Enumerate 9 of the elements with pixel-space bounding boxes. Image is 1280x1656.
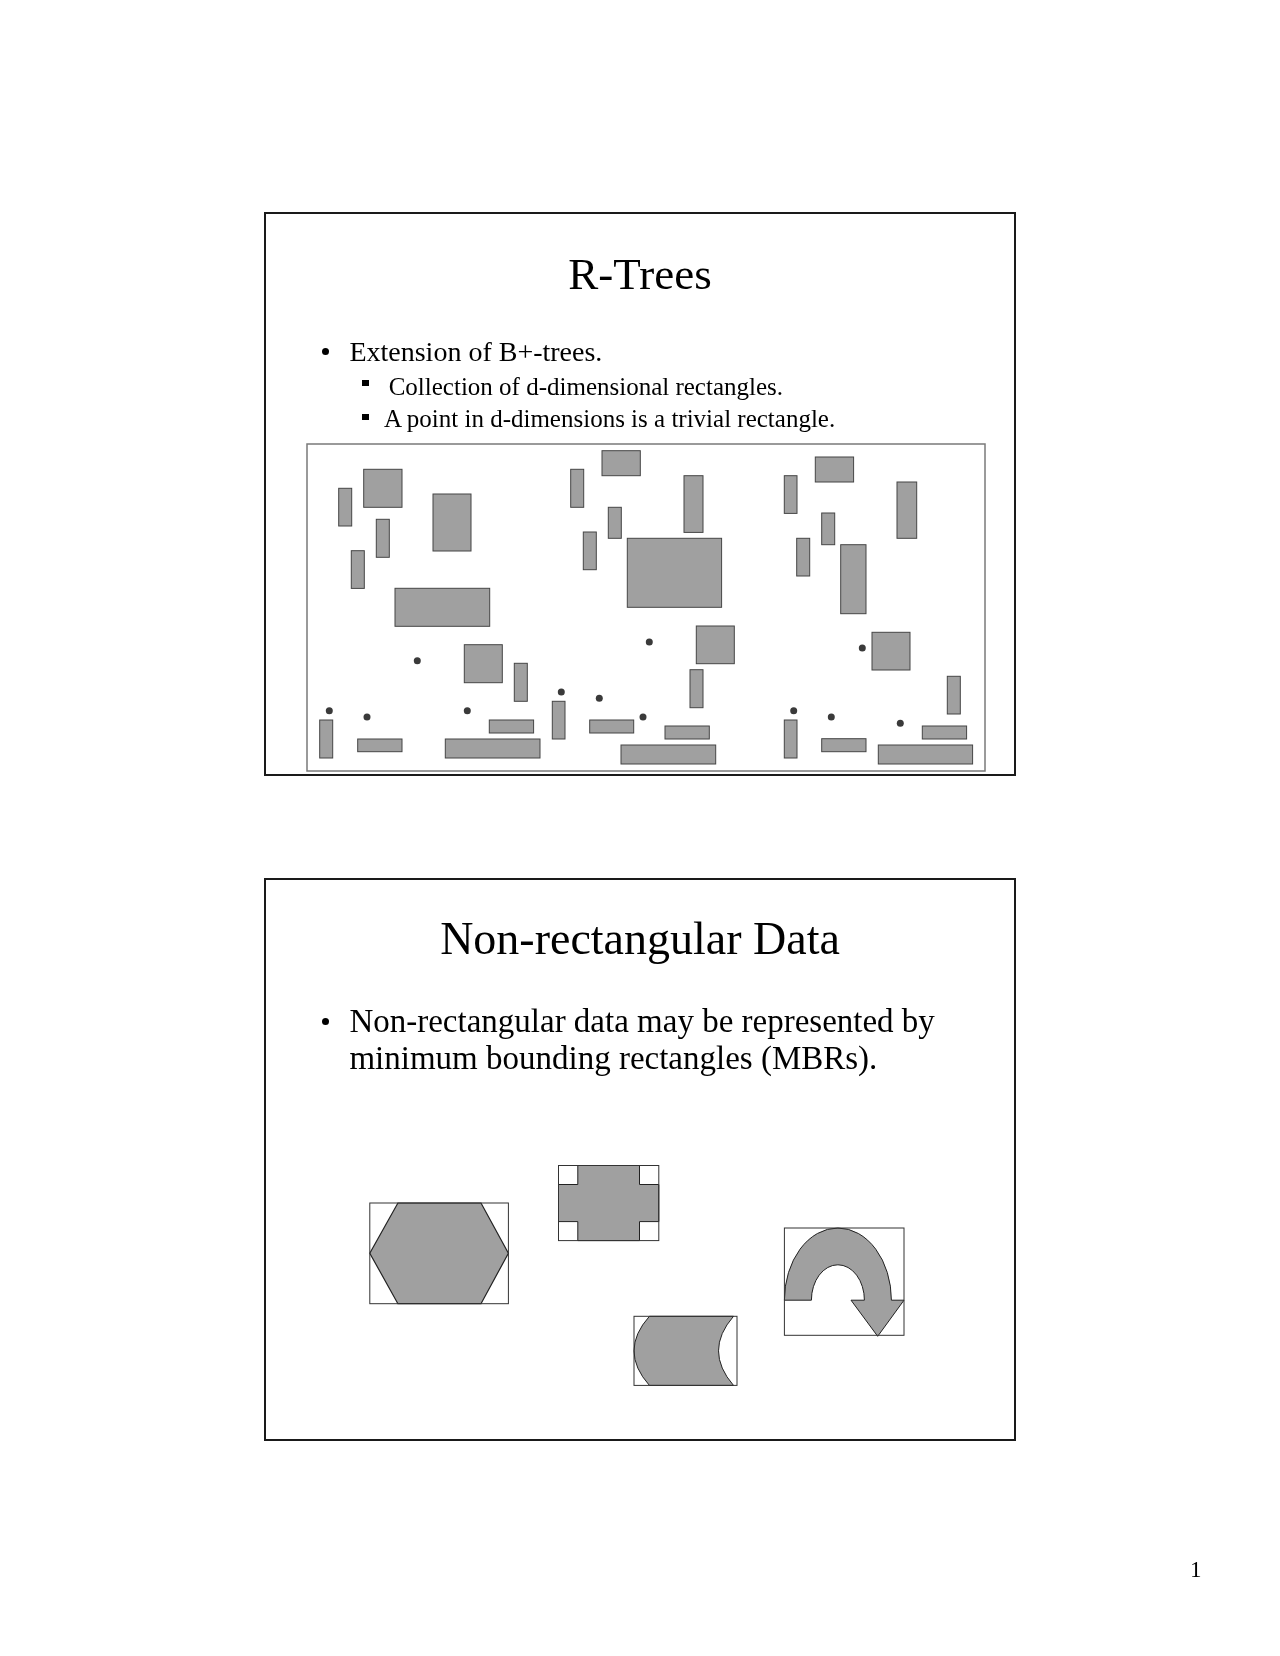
page-number: 1 xyxy=(1190,1555,1202,1584)
slide-frame xyxy=(264,212,1016,776)
slide-frame xyxy=(264,878,1016,1441)
sub-bullet-text: A point in d-dimensions is a trivial rectangle. xyxy=(383,404,836,435)
sub-bullet-text: Collection of d-dimensional rectangles. xyxy=(388,371,784,402)
slide-title: Non-rectangular Data xyxy=(440,912,840,966)
bullet-text: Extension of B+-trees. xyxy=(349,334,603,369)
slide-title: R-Trees xyxy=(568,247,712,301)
bullet-text: Non-rectangular data may be represented by minimum bounding rectangles (MBRs). xyxy=(349,1002,936,1078)
